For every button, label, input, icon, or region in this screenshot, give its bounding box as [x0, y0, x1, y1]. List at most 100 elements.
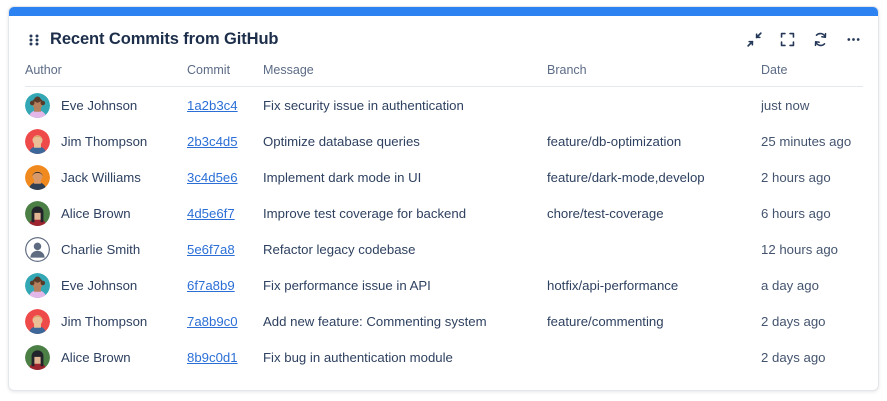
- card-title: Recent Commits from GitHub: [50, 30, 279, 48]
- author-name: Eve Johnson: [61, 277, 138, 293]
- avatar: [25, 200, 50, 226]
- table-row: Eve Johnson 6f7a8b9 Fix performance issue …: [25, 267, 863, 303]
- avatar: [25, 308, 50, 334]
- cell-commit: 4d5e6f7: [187, 195, 263, 231]
- commit-date: a day ago: [761, 277, 819, 293]
- cell-author: Jack Williams: [25, 159, 187, 195]
- cell-message: Fix bug in authentication module: [263, 349, 453, 365]
- author-name: Jack Williams: [61, 169, 141, 185]
- author-name: Charlie Smith: [61, 241, 141, 257]
- cell-branch: feature/db-optimization: [547, 123, 761, 159]
- cell-author: Jim Thompson: [25, 303, 187, 339]
- commit-date: 12 hours ago: [761, 241, 838, 257]
- commits-table: Author Commit Message Branch Date Eve Jo…: [25, 63, 863, 375]
- cell-commit: 8b9c0d1: [187, 339, 263, 375]
- author-name: Jim Thompson: [61, 313, 148, 329]
- commit-link[interactable]: 3c4d5e6: [187, 169, 238, 185]
- commit-date: 25 minutes ago: [761, 133, 852, 149]
- cell-commit: 7a8b9c0: [187, 303, 263, 339]
- branch-name: feature/commenting: [547, 313, 664, 329]
- cell-date: just now: [761, 87, 863, 124]
- cell-author: Alice Brown: [25, 339, 187, 375]
- more-options-icon[interactable]: [845, 31, 862, 48]
- avatar: [25, 92, 50, 118]
- cell-branch: feature/dark-mode,develop: [547, 159, 761, 195]
- commit-link[interactable]: 6f7a8b9: [187, 277, 235, 293]
- cell-date: 6 hours ago: [761, 195, 863, 231]
- author-name: Jim Thompson: [61, 133, 148, 149]
- commit-link[interactable]: 1a2b3c4: [187, 97, 238, 113]
- commit-link[interactable]: 7a8b9c0: [187, 313, 238, 329]
- cell-date: 25 minutes ago: [761, 123, 863, 159]
- table-header-row: Author Commit Message Branch Date: [25, 63, 863, 87]
- commits-card: Recent Commits from GitHub: [8, 6, 879, 391]
- cell-message: Add new feature: Commenting system: [263, 313, 487, 329]
- cell-date: 12 hours ago: [761, 231, 863, 267]
- cell-author: Eve Johnson: [25, 87, 187, 124]
- avatar: [25, 128, 50, 154]
- avatar: [25, 344, 50, 370]
- commit-link[interactable]: 2b3c4d5: [187, 133, 238, 149]
- commit-date: just now: [761, 97, 810, 113]
- avatar: [25, 164, 50, 190]
- branch-name: hotfix/api-performance: [547, 277, 679, 293]
- collapse-icon[interactable]: [746, 31, 763, 48]
- refresh-icon[interactable]: [812, 31, 829, 48]
- cell-message: Optimize database queries: [263, 133, 420, 149]
- cell-branch: chore/test-coverage: [547, 195, 761, 231]
- card-header-actions: [746, 31, 862, 48]
- column-header-author: Author: [25, 63, 187, 87]
- cell-commit: 6f7a8b9: [187, 267, 263, 303]
- commit-link[interactable]: 5e6f7a8: [187, 241, 235, 257]
- cell-branch: hotfix/api-performance: [547, 267, 761, 303]
- commit-link[interactable]: 8b9c0d1: [187, 349, 238, 365]
- table-row: Jim Thompson 7a8b9c0 Add new feature: Comm…: [25, 303, 863, 339]
- cell-message: Fix performance issue in API: [263, 277, 431, 293]
- cell-commit: 3c4d5e6: [187, 159, 263, 195]
- author-name: Alice Brown: [61, 349, 131, 365]
- commit-date: 2 hours ago: [761, 169, 831, 185]
- cell-branch: feature/commenting: [547, 303, 761, 339]
- column-header-message: Message: [263, 63, 547, 87]
- cell-message: Improve test coverage for backend: [263, 205, 467, 221]
- branch-name: feature/dark-mode,develop: [547, 169, 705, 185]
- column-header-date: Date: [761, 63, 863, 87]
- column-header-branch: Branch: [547, 63, 761, 87]
- commit-date: 6 hours ago: [761, 205, 831, 221]
- card-header: Recent Commits from GitHub: [9, 16, 878, 63]
- table-row: Jim Thompson 2b3c4d5 Optimize database que…: [25, 123, 863, 159]
- cell-commit: 1a2b3c4: [187, 87, 263, 124]
- cell-author: Charlie Smith: [25, 231, 187, 267]
- expand-icon[interactable]: [779, 31, 796, 48]
- commit-link[interactable]: 4d5e6f7: [187, 205, 235, 221]
- cell-author: Eve Johnson: [25, 267, 187, 303]
- table-header: Author Commit Message Branch Date: [25, 63, 863, 87]
- cell-date: 2 days ago: [761, 339, 863, 375]
- branch-name: chore/test-coverage: [547, 205, 664, 221]
- table-row: Charlie Smith 5e6f7a8 Refactor legacy code…: [25, 231, 863, 267]
- author-name: Eve Johnson: [61, 97, 138, 113]
- avatar: [25, 272, 50, 298]
- drag-handle-icon[interactable]: [27, 32, 41, 48]
- cell-date: 2 days ago: [761, 303, 863, 339]
- branch-name: feature/db-optimization: [547, 133, 682, 149]
- avatar: [25, 236, 50, 262]
- cell-branch: [547, 339, 761, 375]
- cell-date: a day ago: [761, 267, 863, 303]
- cell-commit: 2b3c4d5: [187, 123, 263, 159]
- cell-message: Implement dark mode in UI: [263, 169, 422, 185]
- cell-commit: 5e6f7a8: [187, 231, 263, 267]
- cell-branch: [547, 231, 761, 267]
- column-header-commit: Commit: [187, 63, 263, 87]
- commit-date: 2 days ago: [761, 349, 826, 365]
- cell-branch: [547, 87, 761, 124]
- cell-message: Fix security issue in authentication: [263, 97, 464, 113]
- cell-message: Refactor legacy codebase: [263, 241, 416, 257]
- table-row: Eve Johnson 1a2b3c4 Fix security issue in …: [25, 87, 863, 124]
- commit-date: 2 days ago: [761, 313, 826, 329]
- commits-table-wrapper: Author Commit Message Branch Date Eve Jo…: [9, 63, 878, 390]
- cell-date: 2 hours ago: [761, 159, 863, 195]
- cell-author: Jim Thompson: [25, 123, 187, 159]
- cell-author: Alice Brown: [25, 195, 187, 231]
